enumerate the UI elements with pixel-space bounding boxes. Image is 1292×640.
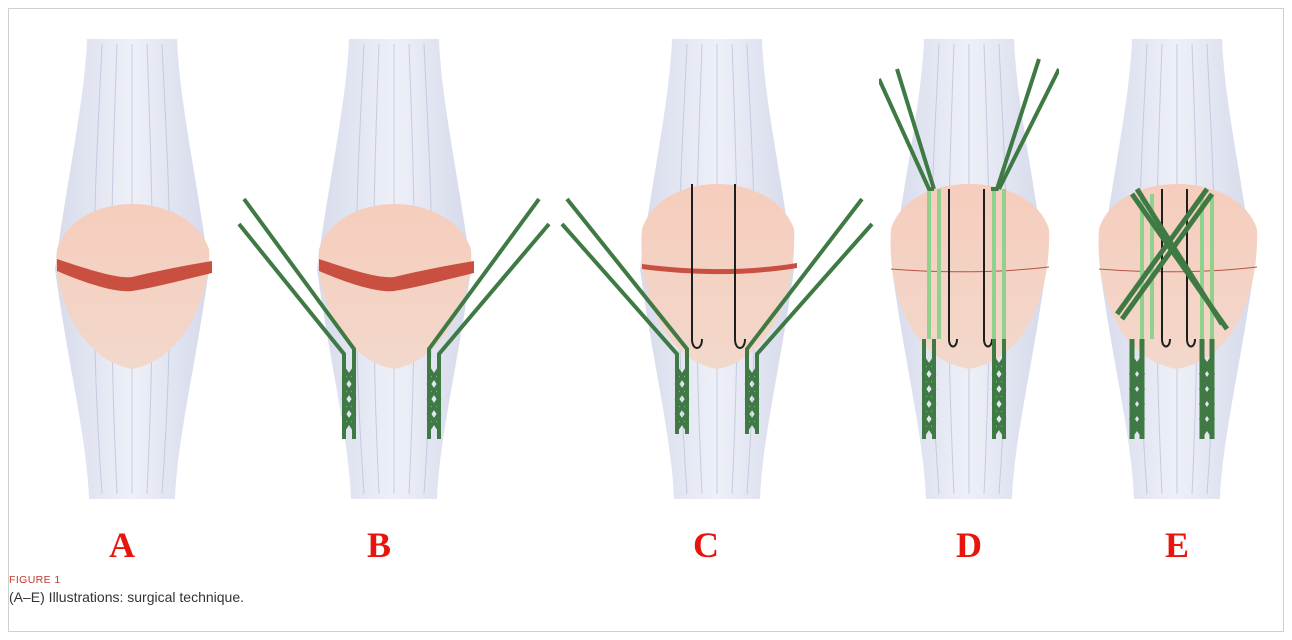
panel-label-d: D bbox=[929, 525, 1009, 565]
panel-e-illustration bbox=[1087, 39, 1267, 509]
figure-frame: A B C D E FIGURE 1 (A–E) Illustrations: … bbox=[8, 8, 1284, 632]
panel-b-illustration bbox=[234, 39, 554, 509]
figure-caption: (A–E) Illustrations: surgical technique. bbox=[9, 589, 244, 605]
panel-label-b: B bbox=[339, 525, 419, 565]
panel-label-c: C bbox=[666, 525, 746, 565]
figure-label: FIGURE 1 bbox=[9, 574, 61, 586]
panel-label-a: A bbox=[82, 525, 162, 565]
panel-a-illustration bbox=[47, 39, 217, 509]
panel-c-illustration bbox=[557, 39, 877, 509]
panel-d-illustration bbox=[879, 39, 1059, 509]
panel-label-e: E bbox=[1137, 525, 1217, 565]
